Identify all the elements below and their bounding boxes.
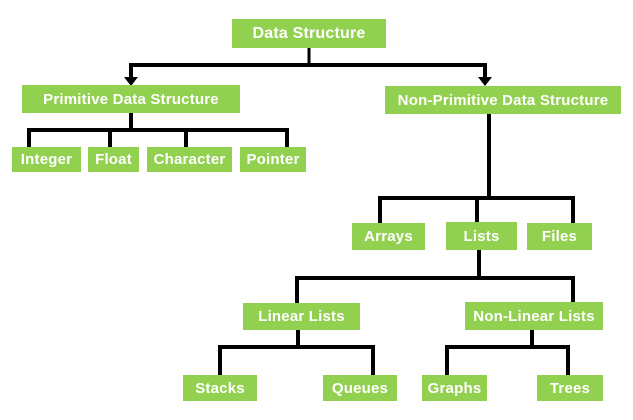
connector-primitive-children	[27, 113, 289, 147]
node-non-linear-lists: Non-Linear Lists	[465, 302, 603, 330]
node-pointer: Pointer	[240, 147, 306, 172]
node-integer: Integer	[12, 147, 81, 172]
node-arrays: Arrays	[352, 223, 425, 250]
node-linear-lists: Linear Lists	[243, 303, 360, 330]
connector-linear-lists-children	[218, 330, 375, 375]
node-stacks: Stacks	[183, 375, 257, 401]
node-non-primitive-data-structure: Non-Primitive Data Structure	[385, 86, 621, 114]
node-graphs: Graphs	[422, 375, 487, 401]
connector-root-branch	[129, 63, 487, 79]
node-primitive-data-structure: Primitive Data Structure	[22, 85, 240, 113]
node-queues: Queues	[323, 375, 397, 401]
node-character: Character	[147, 147, 232, 172]
node-lists: Lists	[446, 222, 517, 250]
connector-non-linear-lists-children	[445, 330, 570, 375]
node-float: Float	[88, 147, 139, 172]
arrowhead-down-icon	[124, 77, 138, 86]
connector-lists-children	[295, 250, 575, 303]
connector-non-primitive-children	[378, 114, 575, 223]
node-data-structure: Data Structure	[232, 19, 386, 48]
arrowhead-down-icon	[478, 77, 492, 86]
node-files: Files	[527, 223, 592, 250]
node-trees: Trees	[537, 375, 603, 401]
